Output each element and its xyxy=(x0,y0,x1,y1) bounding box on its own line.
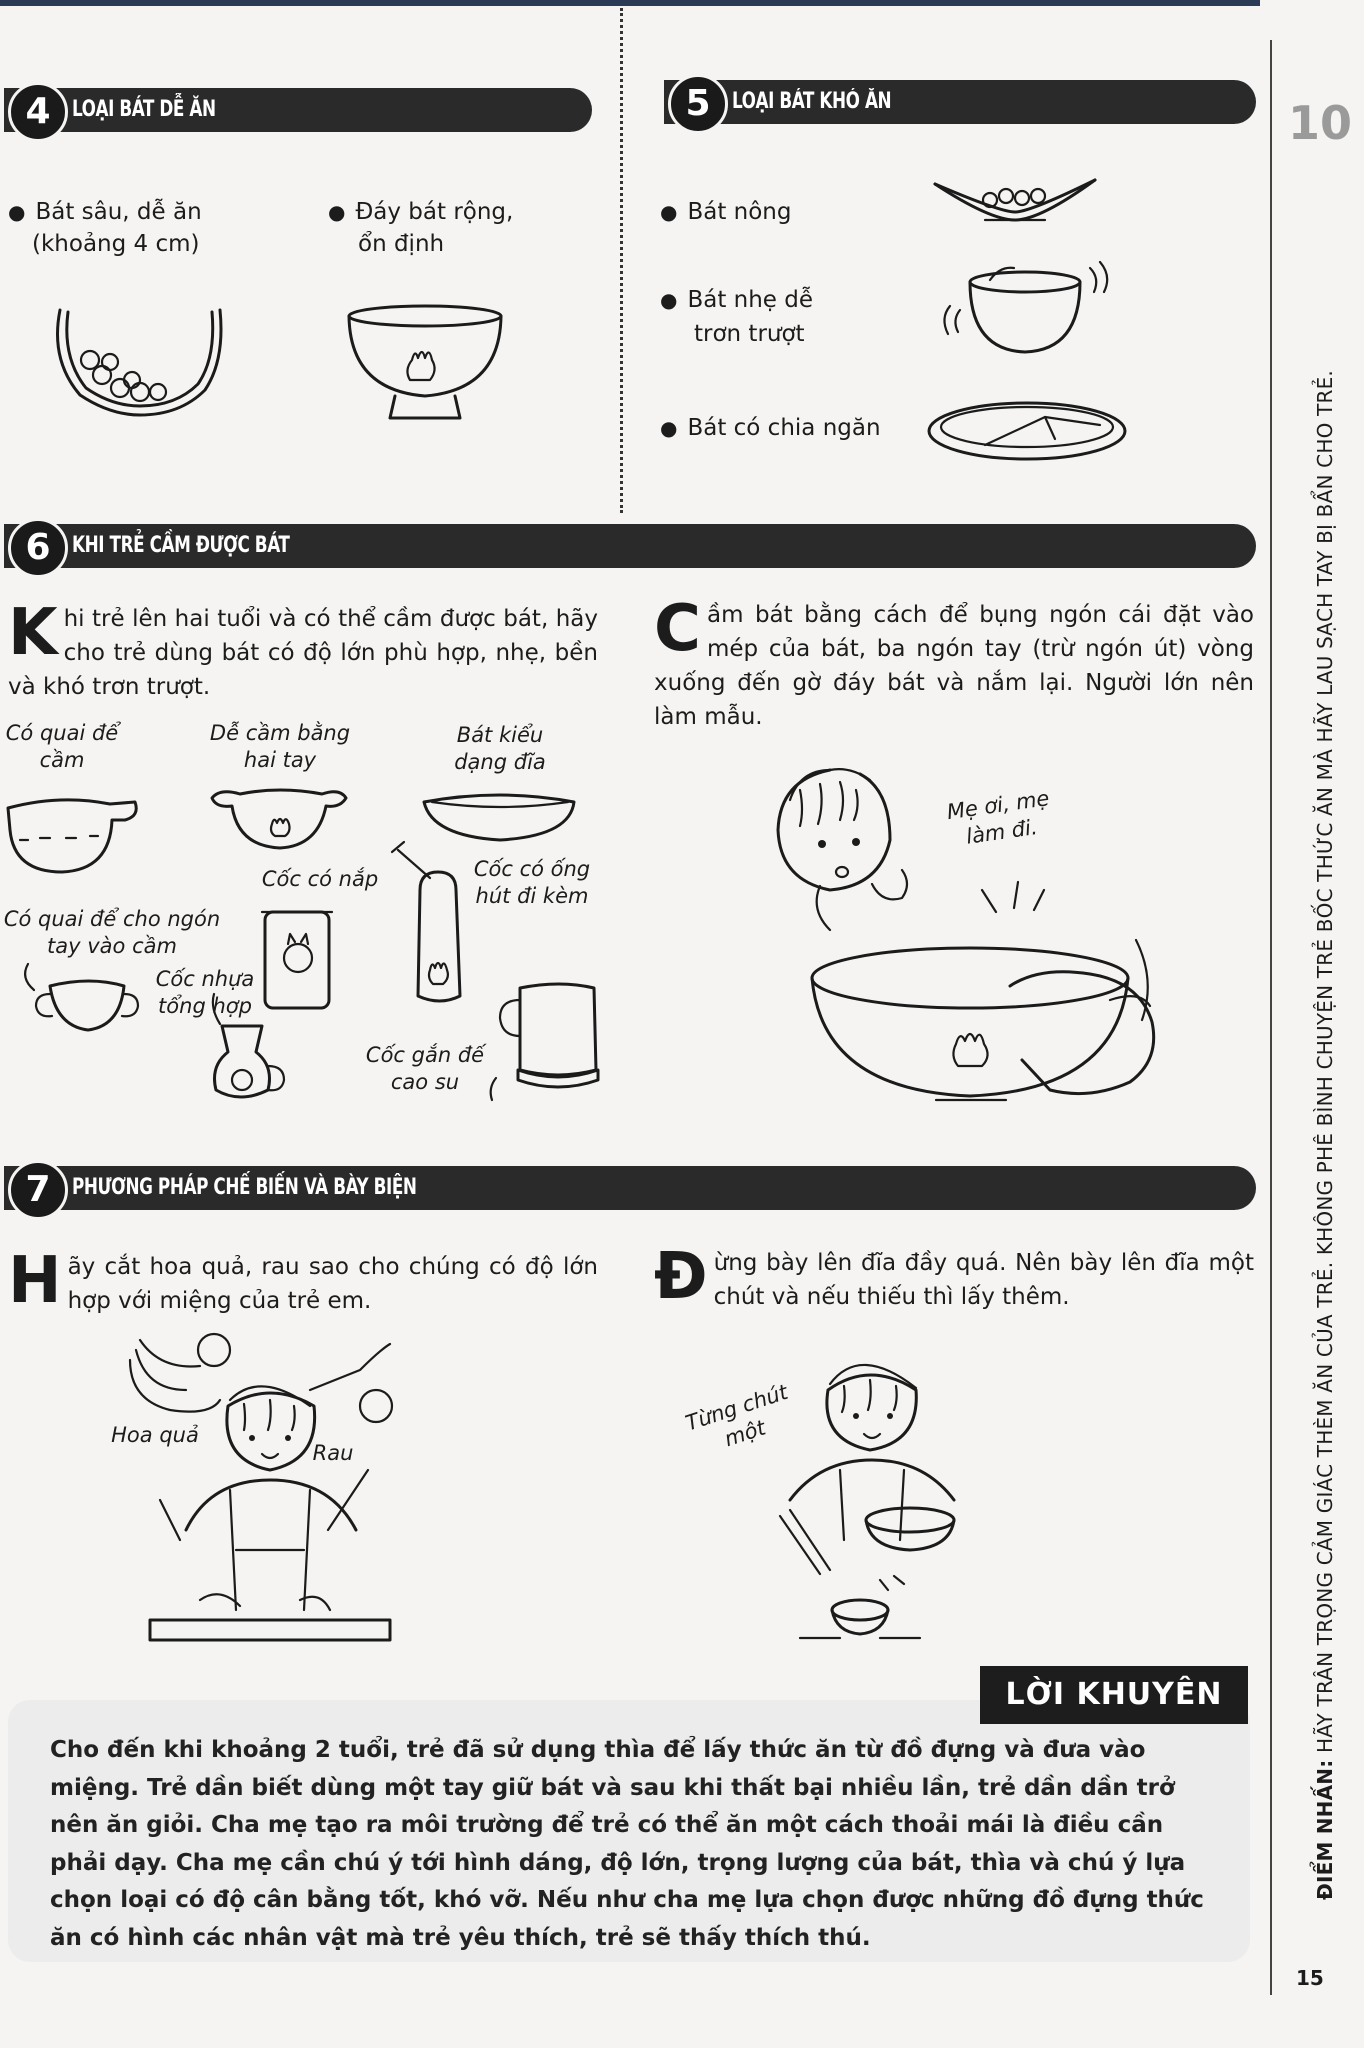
s6-right-dropcap: C xyxy=(654,592,701,666)
advice-tag: LỜI KHUYÊN xyxy=(980,1666,1248,1724)
s5-bullet-2: Bát nhẹ dễ xyxy=(660,284,813,316)
section-7-header: 7 PHƯƠNG PHÁP CHẾ BIẾN VÀ BÀY BIỆN xyxy=(4,1160,1256,1220)
chapter-logo: 10 xyxy=(1288,96,1353,150)
section-6-header: 6 KHI TRẺ CẦM ĐƯỢC BÁT xyxy=(4,518,1256,578)
section-5-title: LOẠI BÁT KHÓ ĂN xyxy=(732,89,892,114)
advice-text: Cho đến khi khoảng 2 tuổi, trẻ đã sử dụn… xyxy=(50,1737,1204,1951)
label-fruit: Hoa quả xyxy=(111,1423,199,1447)
s4-bullet-2-line2: ổn định xyxy=(358,231,445,257)
s5-bullet-2-line2: trơn trượt xyxy=(694,321,805,347)
child-holding-bowl-illustration xyxy=(776,768,1156,1102)
side-title: ĐIỂM NHẤN: HÃY TRÂN TRỌNG CẢM GIÁC THÈM … xyxy=(1313,370,1337,1900)
s4-bullet-1: Bát sâu, dễ ăn xyxy=(8,196,201,228)
s5-bullet-3: Bát có chia ngăn xyxy=(660,412,880,444)
label-vegetable: Rau xyxy=(312,1441,354,1465)
section-6-title: KHI TRẺ CẦM ĐƯỢC BÁT xyxy=(72,533,290,558)
section-5-number: 5 xyxy=(668,74,728,134)
label-lid-cup: Cốc có nắp xyxy=(261,867,379,891)
top-bar xyxy=(0,0,1260,6)
page-number: 15 xyxy=(1296,1966,1324,1990)
section-4-number: 4 xyxy=(8,82,68,142)
section-4-header: 4 LOẠI BÁT DỄ ĂN xyxy=(4,82,592,142)
s7-right-dropcap: Đ xyxy=(654,1240,708,1314)
section-7-number: 7 xyxy=(8,1160,68,1220)
side-rule xyxy=(1270,40,1272,1995)
divided-plate-illustration xyxy=(927,401,1127,461)
wide-base-bowl-illustration xyxy=(347,304,503,420)
s4-bullet-2: Đáy bát rộng, xyxy=(328,196,513,228)
advice-box xyxy=(8,1700,1250,1962)
shallow-bowl-illustration xyxy=(933,178,1097,222)
adult-serving-food-illustration xyxy=(778,1363,956,1640)
s4-bullet-1-line2: (khoảng 4 cm) xyxy=(32,231,200,257)
s5-bullet-1: Bát nông xyxy=(660,196,791,228)
column-divider xyxy=(620,8,623,513)
s7-left-dropcap: H xyxy=(8,1244,62,1318)
section-7-title: PHƯƠNG PHÁP CHẾ BIẾN VÀ BÀY BIỆN xyxy=(72,1175,417,1200)
section-4-title: LOẠI BÁT DỄ ĂN xyxy=(72,97,216,122)
light-slippery-bowl-illustration xyxy=(943,260,1109,354)
section-6-number: 6 xyxy=(8,518,68,578)
adult-cutting-food-illustration xyxy=(128,1332,394,1642)
s6-left-dropcap: K xyxy=(8,596,58,670)
section-5-header: 5 LOẠI BÁT KHÓ ĂN xyxy=(664,74,1256,134)
deep-bowl-illustration xyxy=(56,308,223,417)
cups-and-bowls-illustration xyxy=(6,788,600,1102)
